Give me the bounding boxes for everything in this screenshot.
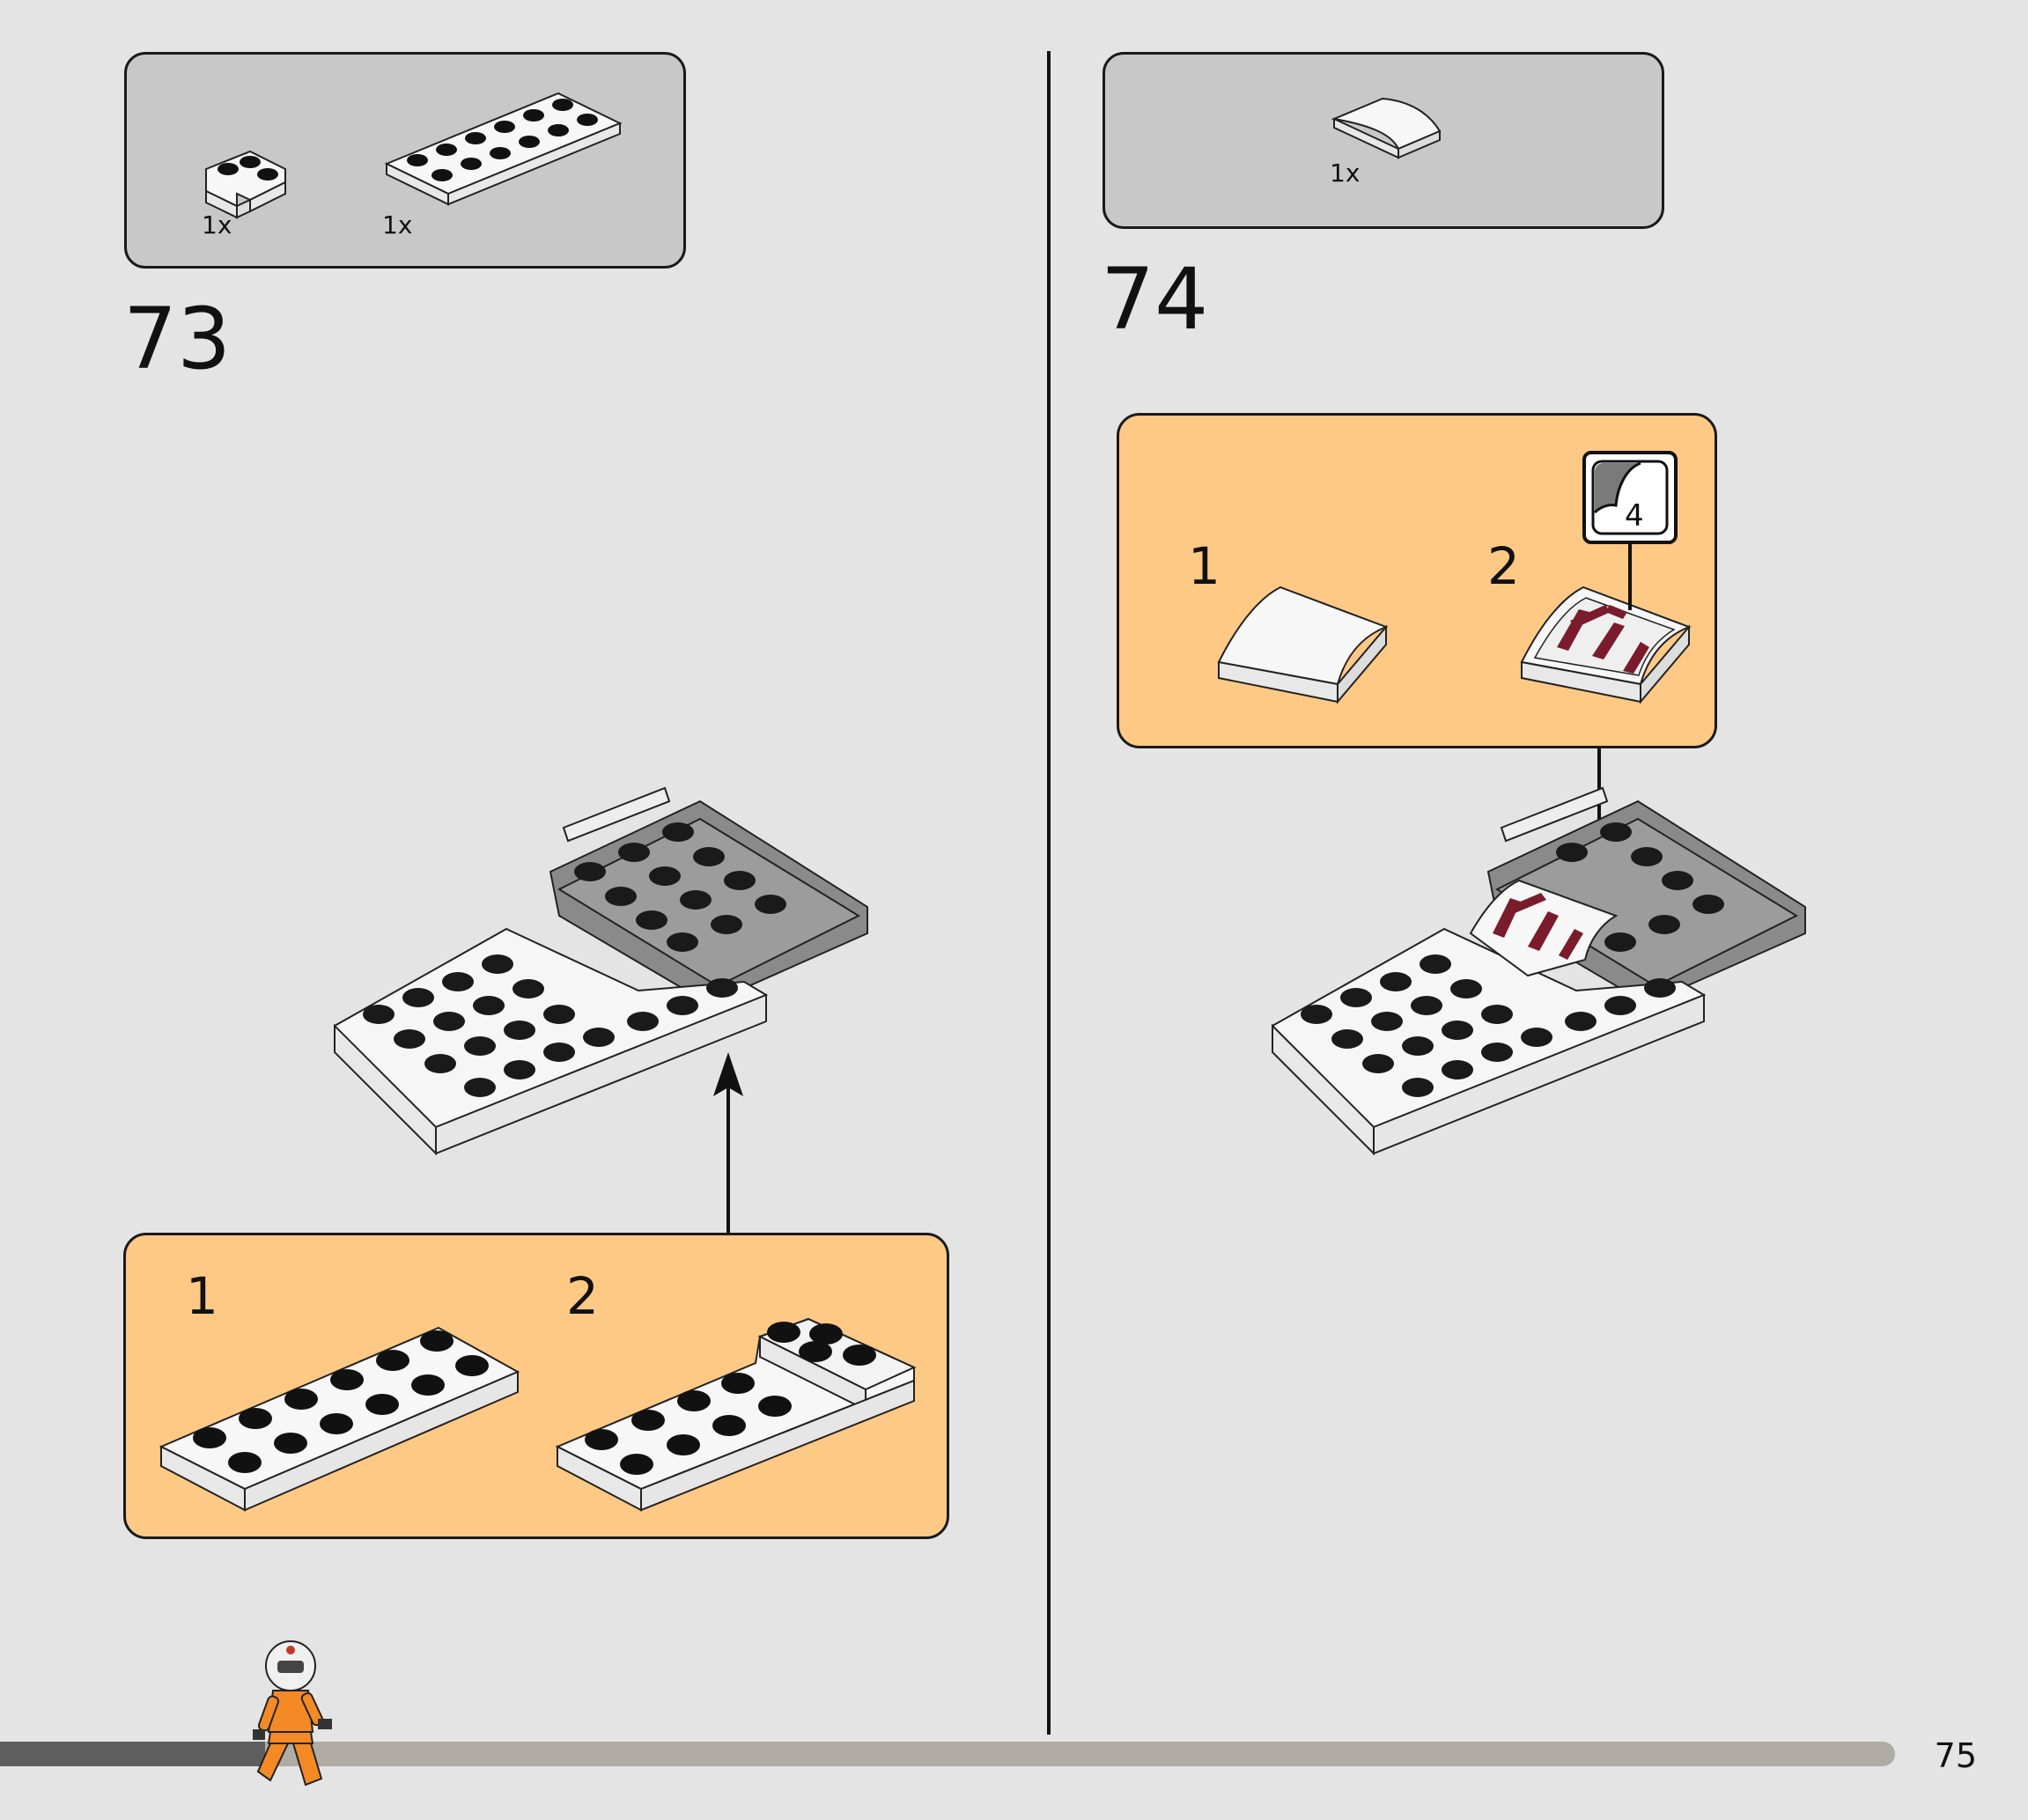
parts-box-step-74: 1x xyxy=(1102,52,1664,229)
sticker-number: 4 xyxy=(1625,498,1644,534)
sub-1-curved-slope-icon xyxy=(1217,586,1389,704)
sub-step-1: 1 xyxy=(1188,536,1220,596)
sticker-icon xyxy=(1591,460,1669,535)
step-74-assembly-illustration xyxy=(1272,786,1806,1156)
progress-fill xyxy=(0,1742,266,1766)
part-qty-2: 1x xyxy=(382,210,413,239)
sub-1-plate-icon xyxy=(159,1326,520,1512)
step-73-arrow xyxy=(713,1052,743,1233)
parts-box-step-73: 1x 1x xyxy=(124,52,686,269)
step-number-73: 73 xyxy=(123,290,232,388)
sub-2-plate-icon xyxy=(555,1317,917,1512)
sticker-leader-line xyxy=(1628,544,1632,610)
plate-wedge-long-icon xyxy=(384,92,623,206)
step-number-74: 74 xyxy=(1101,250,1209,349)
part-qty-3: 1x xyxy=(1330,158,1361,188)
plate-l-shape-icon xyxy=(205,150,286,219)
sub-2-stickered-slope-icon xyxy=(1520,586,1692,704)
page-divider xyxy=(1047,51,1051,1735)
step-73-assembly-illustration xyxy=(334,786,868,1156)
sub-step-2: 2 xyxy=(566,1266,599,1326)
part-qty-1: 1x xyxy=(202,210,232,239)
sub-step-2: 2 xyxy=(1487,536,1520,596)
sub-assembly-box-step-74: 1 2 4 xyxy=(1117,413,1717,748)
minifigure-pilot-icon xyxy=(253,1640,332,1787)
page-number: 75 xyxy=(1934,1736,1977,1775)
curved-slope-icon xyxy=(1331,97,1442,159)
sub-step-1: 1 xyxy=(186,1266,218,1326)
sub-assembly-box-step-73: 1 2 xyxy=(123,1233,949,1539)
sticker-callout: 4 xyxy=(1582,451,1678,544)
